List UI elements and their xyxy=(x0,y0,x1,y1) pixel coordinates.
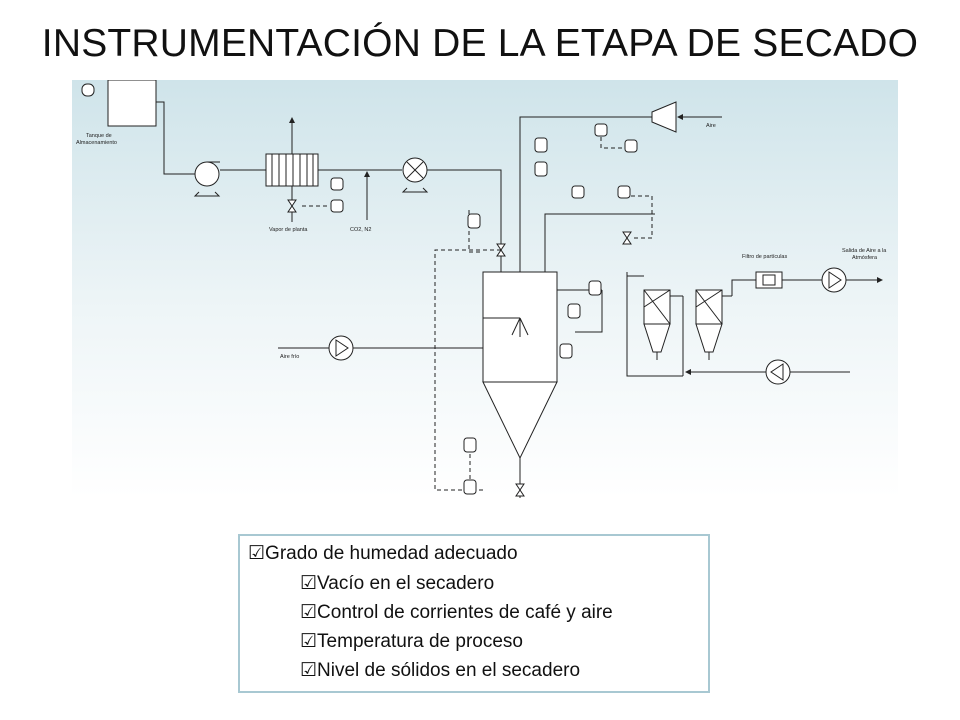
checked-box-icon: ☑ xyxy=(300,573,318,594)
air-compressor xyxy=(651,101,677,133)
label-vapor: Vapor de planta xyxy=(269,227,308,233)
process-diagram: Tanque de Almacenamiento Vapor de planta… xyxy=(72,80,898,498)
recycle-fan xyxy=(765,359,791,385)
label-filtro: Filtro de partículas xyxy=(742,254,787,260)
checked-box-icon: ☑ xyxy=(300,602,318,623)
discharge-valve xyxy=(515,483,525,497)
feed-pump xyxy=(194,161,220,187)
label-tanque-2: Almacenamiento xyxy=(76,140,117,146)
checklist-item: ☑Grado de humedad adecuado xyxy=(248,543,518,564)
feed-valve xyxy=(496,243,506,257)
checklist-item: ☑Vacío en el secadero xyxy=(300,573,495,594)
storage-tank xyxy=(107,80,157,127)
checklist-box: ☑Grado de humedad adecuado ☑Vacío en el … xyxy=(238,534,710,693)
checklist-item: ☑Control de corrientes de café y aire xyxy=(300,602,613,623)
checklist-item: ☑Temperatura de proceso xyxy=(300,631,523,652)
label-salida-2: Atmósfera xyxy=(852,255,878,261)
checklist-item: ☑Nivel de sólidos en el secadero xyxy=(300,660,581,681)
air-valve xyxy=(622,231,632,245)
page-title: INSTRUMENTACIÓN DE LA ETAPA DE SECADO xyxy=(41,22,919,65)
label-aire: Aire xyxy=(706,123,716,129)
checked-box-icon: ☑ xyxy=(248,543,266,564)
label-salida-1: Salida de Aire a la xyxy=(842,248,887,254)
label-aire-frio: Aire frío xyxy=(280,354,299,360)
exhaust-fan xyxy=(821,267,847,293)
checked-box-icon: ☑ xyxy=(300,631,318,652)
steam-valve xyxy=(287,199,297,213)
label-co2: CO2, N2 xyxy=(350,227,371,233)
heat-exchanger xyxy=(265,153,319,187)
cold-air-fan xyxy=(328,335,354,361)
checked-box-icon: ☑ xyxy=(300,660,318,681)
label-tanque-1: Tanque de xyxy=(86,133,112,139)
